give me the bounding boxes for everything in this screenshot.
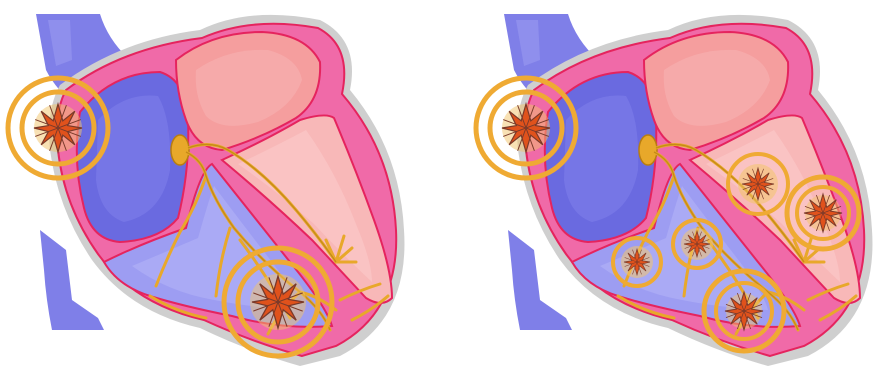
- focus-marker-left-1: [8, 78, 108, 178]
- focus-marker-right-6: [704, 271, 784, 351]
- focus-marker-left-2: [224, 248, 332, 356]
- focus-marker-right-3: [787, 177, 859, 249]
- heart-panel-right: [476, 14, 872, 366]
- heart-panel-left: [8, 14, 404, 366]
- focus-marker-right-1: [476, 78, 576, 178]
